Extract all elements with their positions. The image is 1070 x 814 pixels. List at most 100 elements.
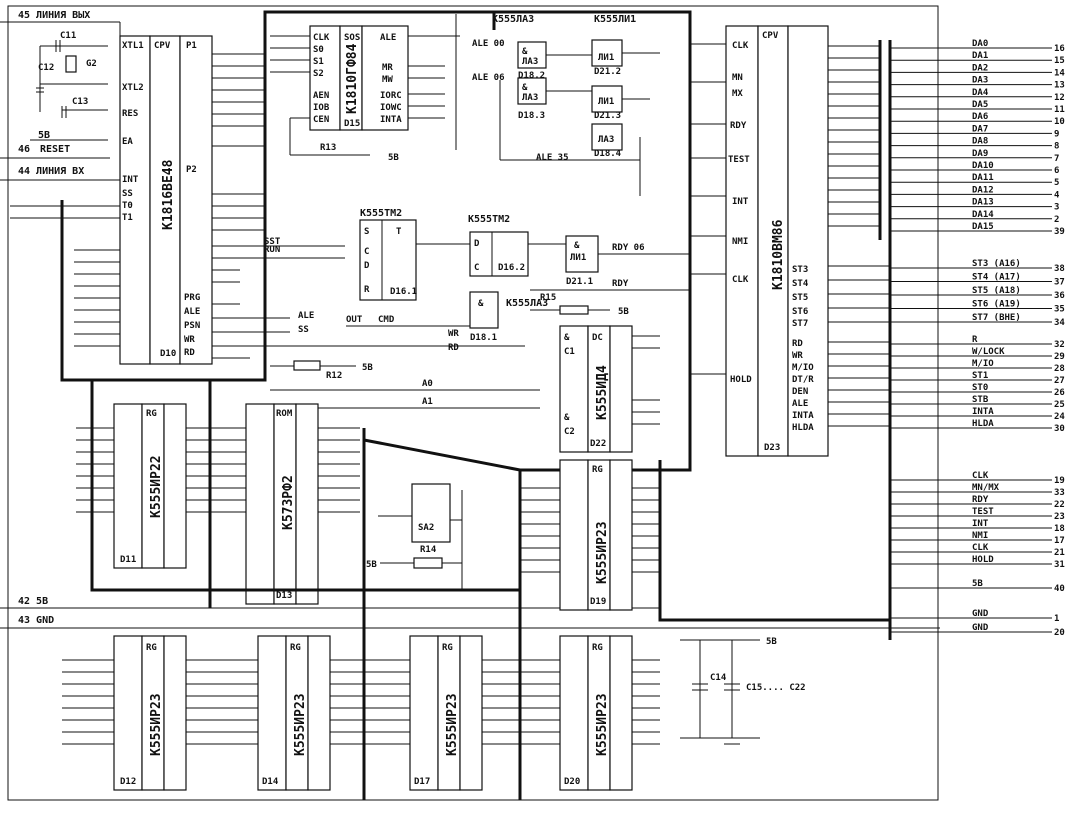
svg-text:CMD: CMD — [378, 315, 395, 325]
svg-text:K555ЛА3: K555ЛА3 — [492, 14, 534, 25]
svg-text:5В: 5В — [38, 130, 50, 141]
svg-text:5В: 5В — [766, 637, 777, 647]
svg-text:CPV: CPV — [154, 41, 171, 51]
status-sig-1-pin: 37 — [1054, 278, 1065, 288]
svg-text:D21.1: D21.1 — [566, 277, 593, 287]
status-sig-0-pin: 38 — [1054, 264, 1065, 274]
svg-text:RG: RG — [146, 643, 157, 653]
svg-text:S: S — [364, 227, 369, 237]
svg-text:D14: D14 — [262, 777, 279, 787]
svg-text:D18.3: D18.3 — [518, 111, 545, 121]
ctrl-sig-4-label: ST0 — [972, 383, 988, 393]
ctrl-sig-1-pin: 29 — [1054, 352, 1065, 362]
svg-text:P1: P1 — [186, 41, 197, 51]
decoupling-caps: 5В C14 C15.... C22 — [680, 637, 806, 745]
status-sig-1-label: ST4 (A17) — [972, 273, 1021, 283]
oscillator: C11 C12 G2 C13 5В — [30, 31, 108, 141]
svg-text:T1: T1 — [122, 213, 133, 223]
svg-text:K573РФ2: K573РФ2 — [281, 475, 296, 530]
power-gnd-1-pin: 1 — [1054, 614, 1059, 624]
ctrl-sig-7-pin: 30 — [1054, 424, 1065, 434]
data-bus-0-label: DA0 — [972, 39, 988, 49]
ctrl-sig-3-pin: 27 — [1054, 376, 1065, 386]
svg-text:K555ИР23: K555ИР23 — [149, 693, 164, 756]
svg-text:D12: D12 — [120, 777, 136, 787]
lower-sig-7-label: HOLD — [972, 555, 994, 565]
lower-sig-6-label: CLK — [972, 543, 989, 553]
data-bus-1-pin: 15 — [1054, 56, 1065, 66]
svg-text:WR: WR — [184, 335, 195, 345]
power-gnd-2-label: GND — [972, 623, 989, 633]
chip-d11: RG K555ИР22 D11 — [76, 403, 246, 569]
svg-text:&: & — [564, 333, 570, 343]
lower-sig-5-pin: 17 — [1054, 536, 1065, 546]
d10-port-pins — [10, 205, 120, 347]
chip-d20: RG K555ИР23 D20 — [559, 635, 633, 791]
svg-text:ЛА3: ЛА3 — [522, 93, 538, 103]
svg-text:ALE: ALE — [792, 399, 808, 409]
svg-text:K555TM2: K555TM2 — [468, 214, 510, 225]
svg-text:MR: MR — [382, 63, 393, 73]
data-bus-8-label: DA8 — [972, 137, 988, 147]
lower-sig-4-label: INT — [972, 519, 989, 529]
svg-text:RG: RG — [290, 643, 301, 653]
svg-text:D13: D13 — [276, 591, 292, 601]
data-bus-2-pin: 14 — [1054, 68, 1065, 78]
bus-frame-d19 — [658, 460, 890, 622]
chip-d19: RG K555ИР23 D19 — [520, 459, 660, 611]
status-sig-3-label: ST6 (A19) — [972, 300, 1021, 310]
ctrl-sig-1-label: W/LOCK — [972, 347, 1005, 357]
svg-text:EA: EA — [122, 137, 133, 147]
data-bus-11-label: DA11 — [972, 173, 994, 183]
svg-text:ALE 06: ALE 06 — [472, 73, 505, 83]
svg-text:&: & — [522, 47, 528, 57]
svg-text:T: T — [396, 227, 402, 237]
power-5v-pin: 40 — [1054, 584, 1065, 594]
data-bus-3-label: DA3 — [972, 76, 988, 86]
svg-text:A1: A1 — [422, 397, 433, 407]
svg-text:K555ИР22: K555ИР22 — [149, 455, 164, 518]
svg-text:NMI: NMI — [732, 237, 748, 247]
svg-text:RDY 06: RDY 06 — [612, 243, 645, 253]
svg-text:ROM: ROM — [276, 409, 293, 419]
svg-text:ALE 35: ALE 35 — [536, 153, 569, 163]
svg-text:SA2: SA2 — [418, 523, 434, 533]
ctrl-sig-7-label: HLDA — [972, 419, 994, 429]
svg-text:ST7: ST7 — [792, 319, 808, 329]
data-bus-15-label: DA15 — [972, 222, 994, 232]
svg-text:HLDA: HLDA — [792, 423, 814, 433]
svg-text:C2: C2 — [564, 427, 575, 437]
svg-text:CLK: CLK — [313, 33, 330, 43]
data-bus-1-label: DA1 — [972, 51, 988, 61]
data-bus-10-pin: 6 — [1054, 166, 1059, 176]
chip-d23: CLK MN MX RDY TEST INT NMI CLK HOLD CPV … — [690, 25, 829, 457]
svg-text:G2: G2 — [86, 59, 97, 69]
svg-text:D: D — [364, 261, 370, 271]
svg-text:RG: RG — [442, 643, 453, 653]
svg-text:DEN: DEN — [792, 387, 808, 397]
bus-frame-right — [494, 10, 692, 800]
data-bus-7-pin: 9 — [1054, 129, 1059, 139]
data-bus-12-pin: 4 — [1054, 190, 1060, 200]
svg-text:K555ИД4: K555ИД4 — [595, 365, 610, 420]
svg-text:IOWC: IOWC — [380, 103, 402, 113]
d10-type: K1816BE48 — [161, 159, 176, 230]
svg-text:D11: D11 — [120, 555, 136, 565]
svg-text:ALE: ALE — [298, 311, 314, 321]
svg-text:C12: C12 — [38, 63, 54, 73]
svg-text:C13: C13 — [72, 97, 88, 107]
svg-text:ST4: ST4 — [792, 279, 809, 289]
data-bus-7-label: DA7 — [972, 124, 988, 134]
svg-text:RES: RES — [122, 109, 138, 119]
lower-sig-7-pin: 31 — [1054, 560, 1065, 570]
svg-text:INT: INT — [122, 175, 139, 185]
svg-text:PRG: PRG — [184, 293, 200, 303]
ctrl-sig-5-label: STB — [972, 395, 989, 405]
svg-text:RDY: RDY — [730, 121, 747, 131]
svg-text:&: & — [478, 299, 484, 309]
svg-text:INTA: INTA — [380, 115, 402, 125]
svg-text:K555ЛИ1: K555ЛИ1 — [594, 14, 636, 25]
svg-text:INT: INT — [732, 197, 749, 207]
power-5v-label: 5В — [972, 579, 983, 589]
